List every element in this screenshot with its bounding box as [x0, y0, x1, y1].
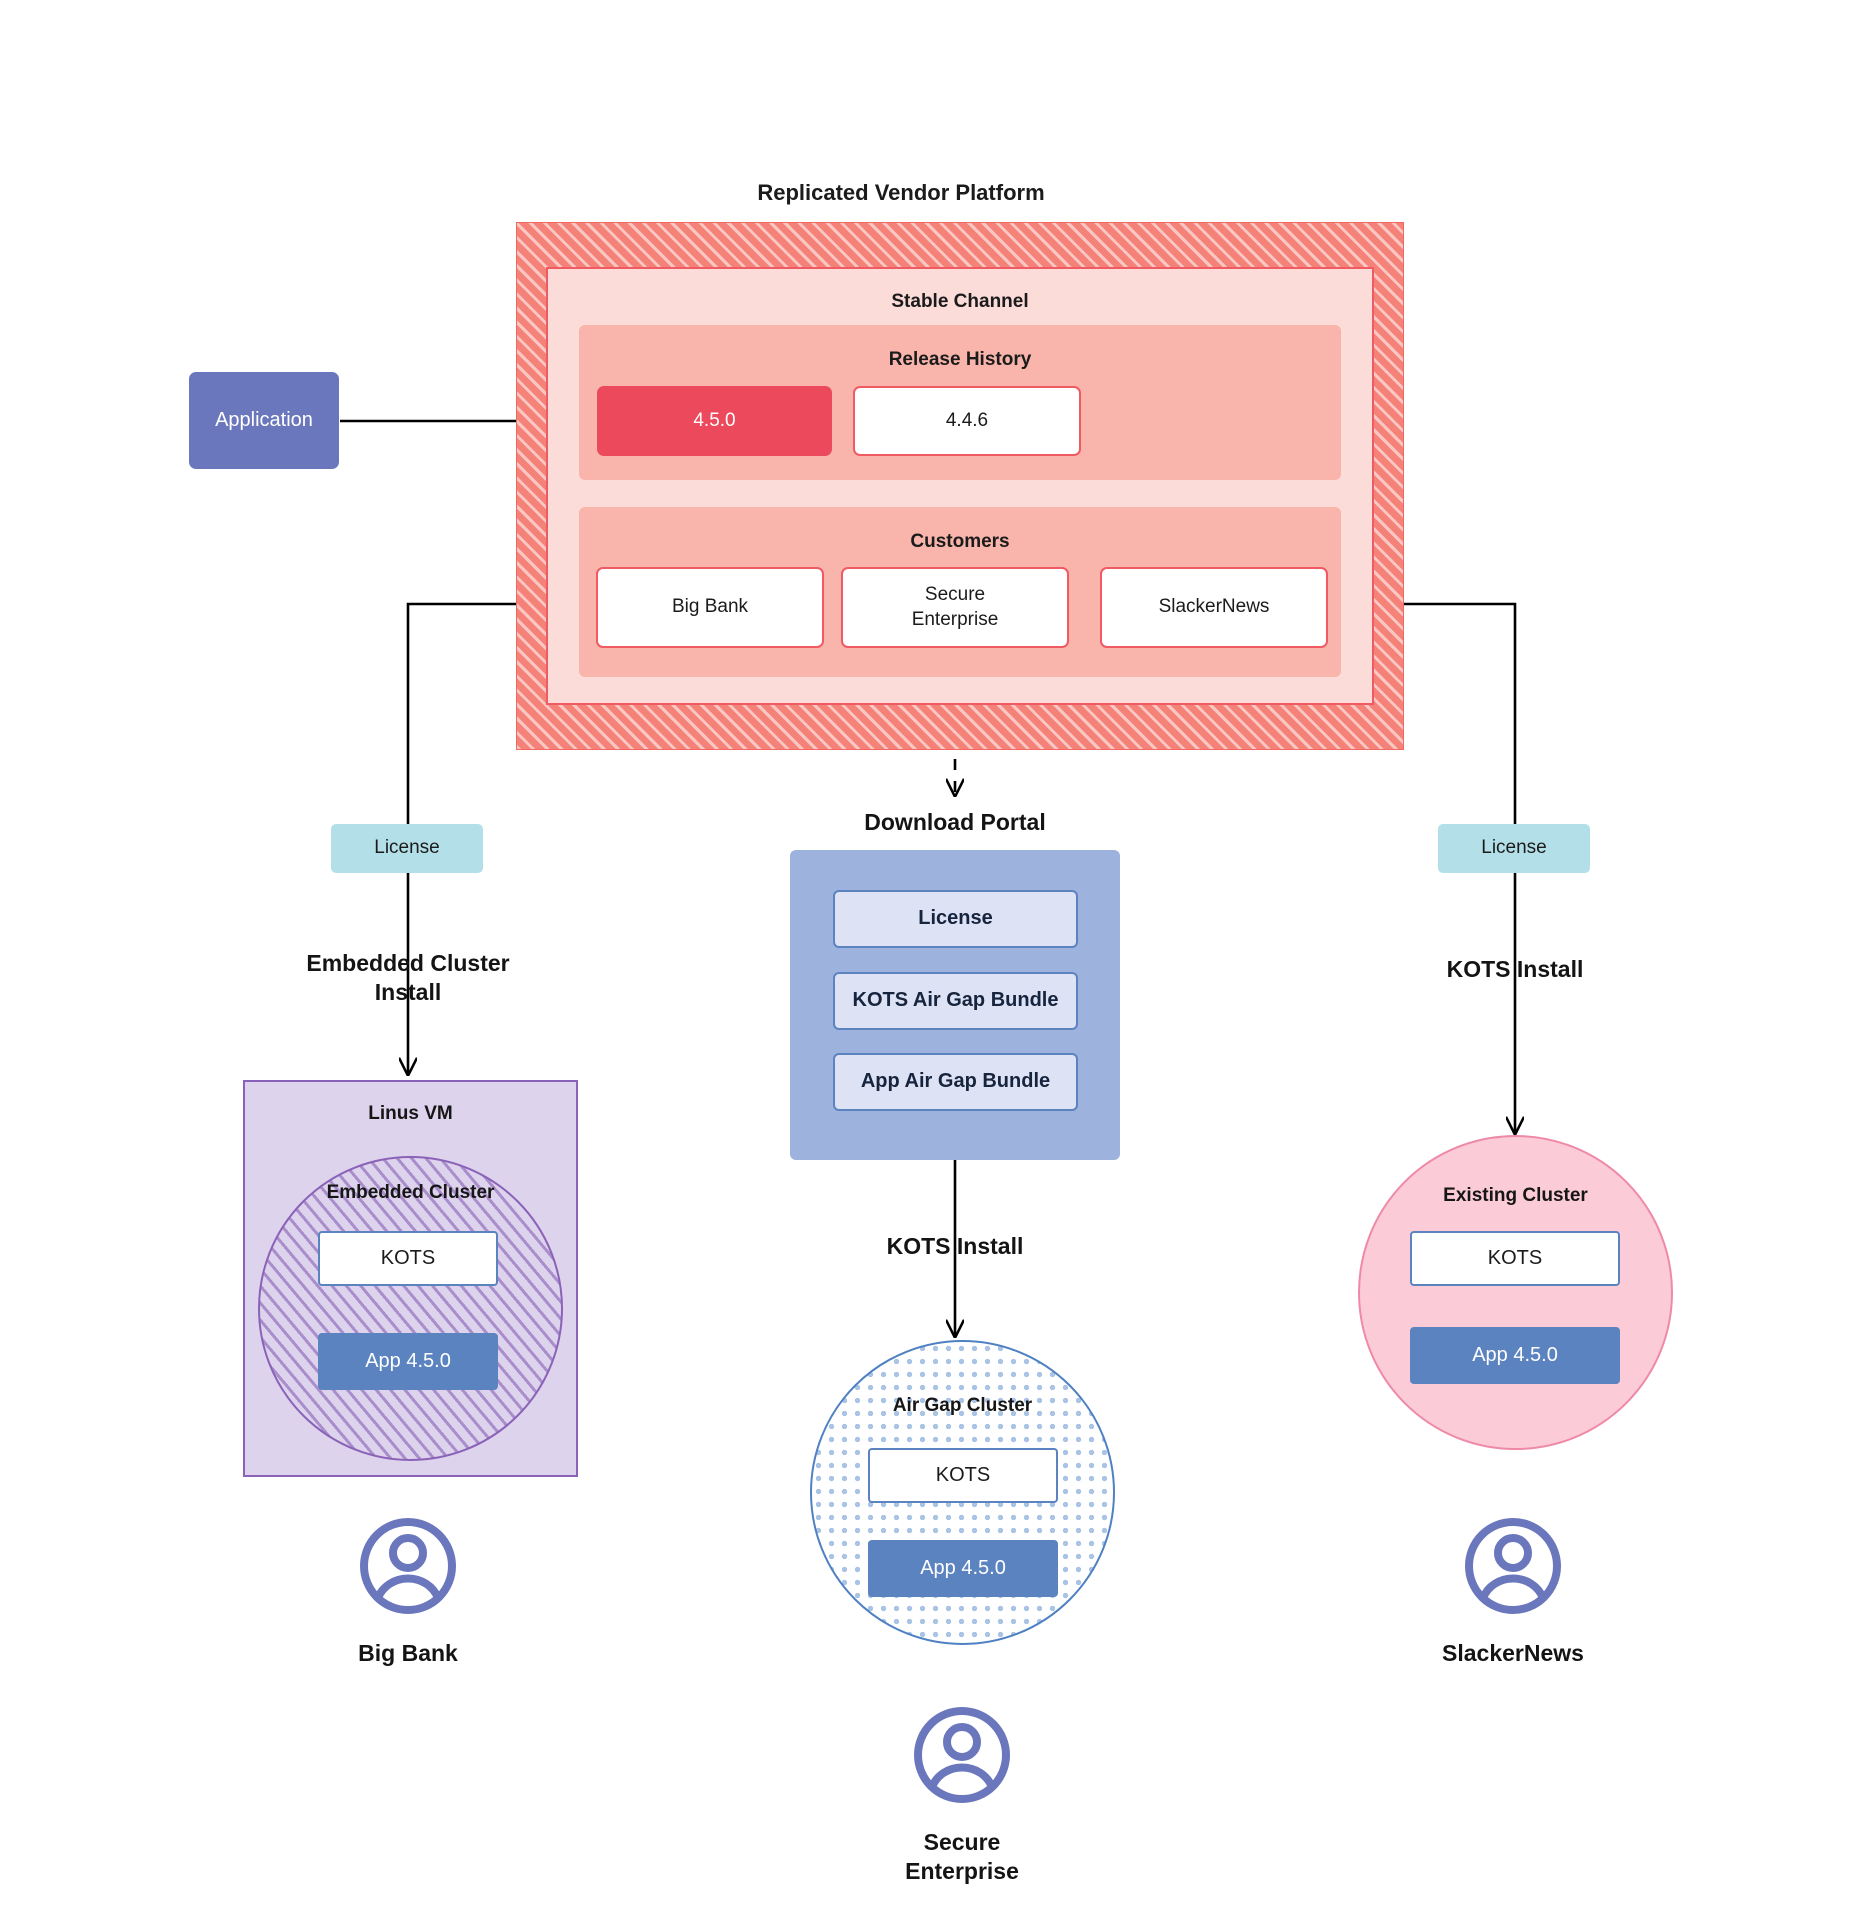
user-avatar-icon	[914, 1707, 1010, 1803]
embedded-cluster-install-label: Embedded Cluster Install	[306, 949, 510, 1005]
customer-box-slackernews[interactable]: SlackerNews	[1100, 567, 1328, 648]
linux-vm-label: Linus VM	[368, 1102, 453, 1124]
persona-secure-enterprise	[912, 1705, 1012, 1805]
persona-label-slackernews: SlackerNews	[1442, 1640, 1584, 1667]
persona-label-secure-enterprise: Secure Enterprise	[905, 1828, 1019, 1884]
embedded-kots-box[interactable]: KOTS	[318, 1231, 498, 1286]
portal-item-license[interactable]: License	[833, 890, 1078, 948]
embedded-app-box[interactable]: App 4.5.0	[318, 1333, 498, 1390]
stable-channel-label: Stable Channel	[891, 290, 1029, 312]
customer-box-big-bank[interactable]: Big Bank	[596, 567, 824, 648]
persona-big-bank	[358, 1516, 458, 1616]
existing-app-box[interactable]: App 4.5.0	[1410, 1327, 1620, 1384]
embedded-cluster-ellipse	[258, 1156, 563, 1461]
application-box[interactable]: Application	[189, 372, 339, 469]
user-avatar-icon	[1465, 1518, 1561, 1614]
airgap-app-box[interactable]: App 4.5.0	[868, 1540, 1058, 1597]
release-history-label: Release History	[888, 348, 1032, 370]
embedded-cluster-label: Embedded Cluster	[326, 1181, 495, 1203]
existing-cluster-label: Existing Cluster	[1443, 1184, 1588, 1206]
license-chip-right[interactable]: License	[1438, 824, 1590, 873]
existing-kots-box[interactable]: KOTS	[1410, 1231, 1620, 1286]
customers-label: Customers	[910, 530, 1010, 552]
existing-cluster-ellipse	[1358, 1135, 1673, 1450]
license-chip-left[interactable]: License	[331, 824, 483, 873]
portal-item-app-air-gap-bundle[interactable]: App Air Gap Bundle	[833, 1053, 1078, 1111]
kots-install-label-airgap: KOTS Install	[886, 1233, 1024, 1260]
air-gap-cluster-label: Air Gap Cluster	[892, 1394, 1033, 1416]
kots-install-label-existing: KOTS Install	[1446, 956, 1584, 983]
persona-slackernews	[1463, 1516, 1563, 1616]
release-item-previous[interactable]: 4.4.6	[853, 386, 1081, 456]
download-portal-title: Download Portal	[864, 809, 1046, 836]
airgap-kots-box[interactable]: KOTS	[868, 1448, 1058, 1503]
release-item-current[interactable]: 4.5.0	[597, 386, 832, 456]
user-avatar-icon	[360, 1518, 456, 1614]
page-title: Replicated Vendor Platform	[757, 179, 1045, 205]
portal-item-kots-air-gap-bundle[interactable]: KOTS Air Gap Bundle	[833, 972, 1078, 1030]
customer-box-secure-enterprise[interactable]: Secure Enterprise	[841, 567, 1069, 648]
persona-label-big-bank: Big Bank	[358, 1640, 458, 1667]
